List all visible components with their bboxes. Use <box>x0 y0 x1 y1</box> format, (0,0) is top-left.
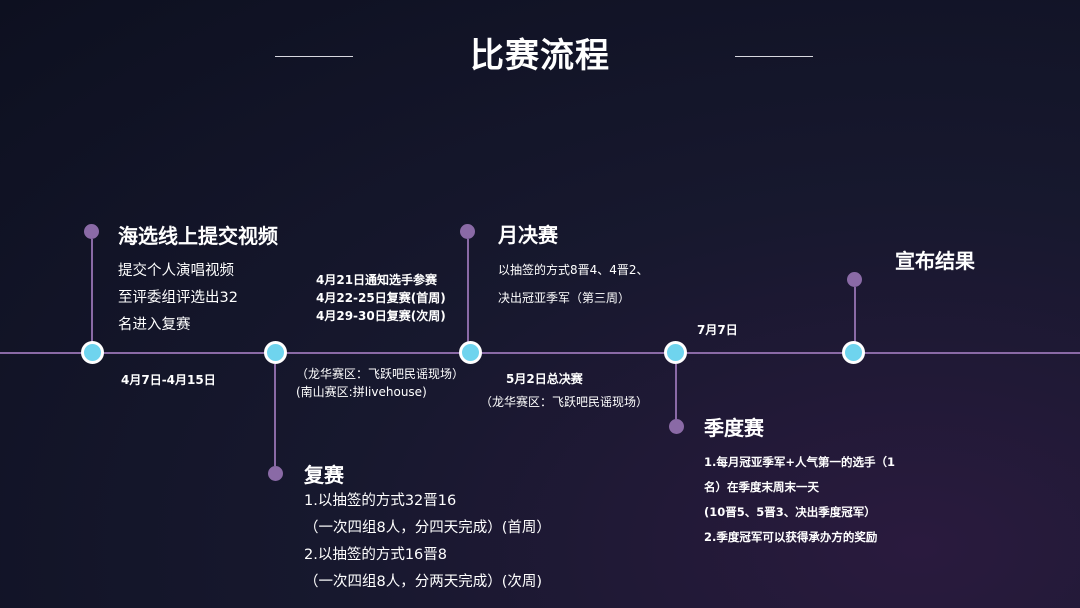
rematch-desc-line: （一次四组8人，分四天完成）(首周） <box>304 520 551 536</box>
monthly-date: 5月2日总决赛 <box>506 372 583 386</box>
monthly-desc-line: 决出冠亚季军（第三周） <box>498 291 631 305</box>
monthly-marker-dot <box>460 224 475 239</box>
season-desc-line: 2.季度冠军可以获得承办方的奖励 <box>704 530 878 544</box>
season-date: 7月7日 <box>697 323 738 337</box>
audition-desc-line: 提交个人演唱视频 <box>118 263 234 279</box>
audition-heading: 海选线上提交视频 <box>118 224 278 248</box>
season-desc-line: 1.每月冠亚季军+人气第一的选手（1 <box>704 455 896 469</box>
monthly-heading: 月决赛 <box>498 223 558 247</box>
result-connector <box>854 287 856 343</box>
season-connector <box>675 364 677 420</box>
audition-marker-dot <box>84 224 99 239</box>
monthly-timeline-node <box>459 341 482 364</box>
rematch-desc-line: 1.以抽签的方式32晋16 <box>304 493 457 509</box>
monthly-connector <box>467 239 469 343</box>
audition-date: 4月7日-4月15日 <box>121 373 216 387</box>
rematch-schedule: 4月21日通知选手参赛 4月22-25日复赛(首周) 4月29-30日复赛(次周… <box>316 271 446 325</box>
rematch-venue-line: (南山赛区:拼livehouse) <box>296 385 427 399</box>
result-timeline-node <box>842 341 865 364</box>
audition-connector <box>91 239 93 343</box>
timeline-axis <box>0 352 1080 354</box>
rematch-heading: 复赛 <box>304 463 344 487</box>
rematch-timeline-node <box>264 341 287 364</box>
monthly-venue: （龙华赛区：飞跃吧民谣现场） <box>480 395 649 409</box>
audition-desc-line: 至评委组评选出32 <box>118 290 238 306</box>
audition-desc-line: 名进入复赛 <box>118 317 191 333</box>
page-title: 比赛流程 <box>470 36 610 76</box>
audition-timeline-node <box>81 341 104 364</box>
season-desc-line: 名）在季度末周末一天 <box>704 480 819 494</box>
season-timeline-node <box>664 341 687 364</box>
rematch-schedule-line: 4月21日通知选手参赛 <box>316 273 438 287</box>
rematch-schedule-line: 4月29-30日复赛(次周) <box>316 309 446 323</box>
rematch-desc-line: （一次四组8人，分两天完成）(次周) <box>304 574 543 590</box>
season-heading: 季度赛 <box>704 416 764 440</box>
rematch-venue-line: （龙华赛区：飞跃吧民谣现场） <box>296 367 465 381</box>
title-left-rule <box>275 56 353 57</box>
title-right-rule <box>735 56 813 57</box>
monthly-desc: 以抽签的方式8晋4、4晋2、 决出冠亚季军（第三周） <box>498 256 649 312</box>
season-desc: 1.每月冠亚季军+人气第一的选手（1 名）在季度末周末一天 (10晋5、5晋3、… <box>704 450 895 550</box>
season-marker-dot <box>669 419 684 434</box>
rematch-desc: 1.以抽签的方式32晋16 （一次四组8人，分四天完成）(首周） 2.以抽签的方… <box>304 488 551 596</box>
monthly-desc-line: 以抽签的方式8晋4、4晋2、 <box>498 263 649 277</box>
rematch-connector <box>274 364 276 466</box>
rematch-venues: （龙华赛区：飞跃吧民谣现场） (南山赛区:拼livehouse) <box>296 365 464 401</box>
rematch-desc-line: 2.以抽签的方式16晋8 <box>304 547 448 563</box>
result-heading: 宣布结果 <box>895 249 975 273</box>
audition-desc: 提交个人演唱视频 至评委组评选出32 名进入复赛 <box>118 258 238 339</box>
season-desc-line: (10晋5、5晋3、决出季度冠军） <box>704 505 876 519</box>
rematch-marker-dot <box>268 466 283 481</box>
rematch-schedule-line: 4月22-25日复赛(首周) <box>316 291 446 305</box>
result-marker-dot <box>847 272 862 287</box>
